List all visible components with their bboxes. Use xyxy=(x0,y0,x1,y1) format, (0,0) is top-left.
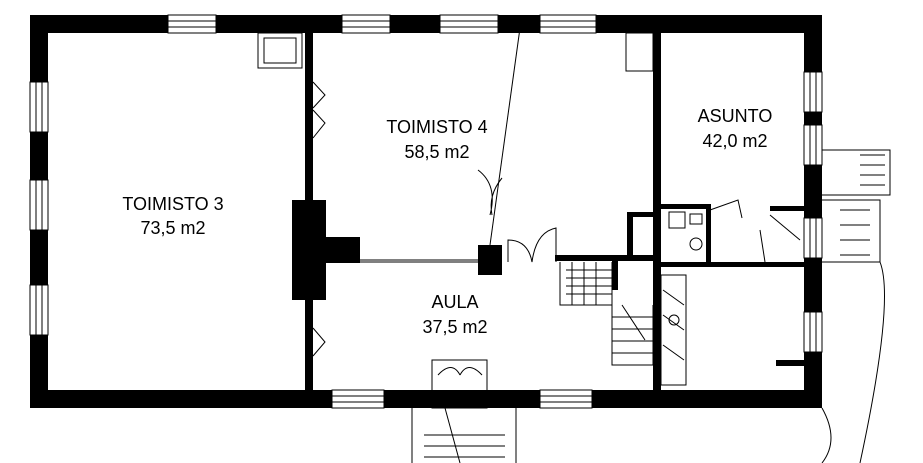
pillar-west xyxy=(292,200,326,300)
room-name-toimisto4: TOIMISTO 4 xyxy=(386,117,487,137)
window-west-1 xyxy=(29,81,49,133)
room-name-aula: AULA xyxy=(431,292,478,312)
wall-closet-top xyxy=(627,212,653,217)
entrance-door xyxy=(437,367,483,376)
window-east-4 xyxy=(803,311,823,353)
room-labels: TOIMISTO 3 73,5 m2 TOIMISTO 4 58,5 m2 AS… xyxy=(122,106,772,337)
pillar-center xyxy=(478,245,502,275)
room-name-toimisto3: TOIMISTO 3 xyxy=(122,194,223,214)
window-east-3 xyxy=(803,217,823,259)
room-area-asunto: 42,0 m2 xyxy=(702,131,767,151)
wall-stair-top xyxy=(612,255,618,290)
east-wall xyxy=(804,15,822,408)
door-toimisto3-south xyxy=(312,327,326,357)
entrance-steps xyxy=(411,407,517,463)
toilet xyxy=(689,237,703,251)
kitchen-sink xyxy=(668,314,680,326)
room-area-toimisto4: 58,5 m2 xyxy=(404,142,469,162)
wall-asunto-west xyxy=(653,33,661,390)
wall-hall-divider xyxy=(706,204,711,264)
thin-lines xyxy=(257,27,891,463)
room-area-aula: 37,5 m2 xyxy=(422,317,487,337)
window-south-1 xyxy=(331,389,385,409)
wall-kitchen-stub xyxy=(776,360,804,366)
stair-bottom xyxy=(611,304,654,366)
window-north-2 xyxy=(341,14,391,34)
shower xyxy=(668,211,686,229)
window-east-2 xyxy=(803,124,823,166)
wall-closet-left xyxy=(627,215,633,255)
stair-top xyxy=(559,262,613,306)
windows xyxy=(29,14,823,409)
kitchen-hatch xyxy=(662,289,685,361)
door-asunto-entry xyxy=(709,199,743,219)
washbasin xyxy=(689,213,703,225)
window-east-1 xyxy=(803,71,823,113)
kitchen-counter xyxy=(660,274,687,386)
sliding-wall-diagonal xyxy=(489,27,521,246)
corner-closet xyxy=(257,32,303,69)
room-name-asunto: ASUNTO xyxy=(698,106,773,126)
east-stair xyxy=(822,149,891,196)
window-south-2 xyxy=(539,389,593,409)
utility-box xyxy=(625,32,654,72)
window-north-3 xyxy=(439,14,499,34)
entrance-vestibule xyxy=(431,359,488,409)
corner-closet-inner xyxy=(263,37,297,64)
door-toimisto4-west xyxy=(312,81,326,139)
wall-right-stub xyxy=(770,206,804,211)
north-wall xyxy=(30,15,822,33)
door-double-toimisto4 xyxy=(477,169,503,216)
south-wall xyxy=(30,390,822,408)
wall-asunto-south xyxy=(661,262,804,267)
pillar-west-ledge xyxy=(326,237,360,263)
door-aula-north xyxy=(507,227,557,263)
wall-lobby-top xyxy=(555,255,661,261)
door-bathroom xyxy=(759,214,801,263)
window-west-3 xyxy=(29,284,49,336)
east-stair-lower xyxy=(822,199,881,263)
room-area-toimisto3: 73,5 m2 xyxy=(140,218,205,238)
window-north-4 xyxy=(539,14,597,34)
window-north-1 xyxy=(167,14,217,34)
window-west-2 xyxy=(29,179,49,231)
interior-walls xyxy=(292,33,804,390)
balcony-curve xyxy=(821,261,885,463)
wall-bath-top xyxy=(661,204,706,209)
